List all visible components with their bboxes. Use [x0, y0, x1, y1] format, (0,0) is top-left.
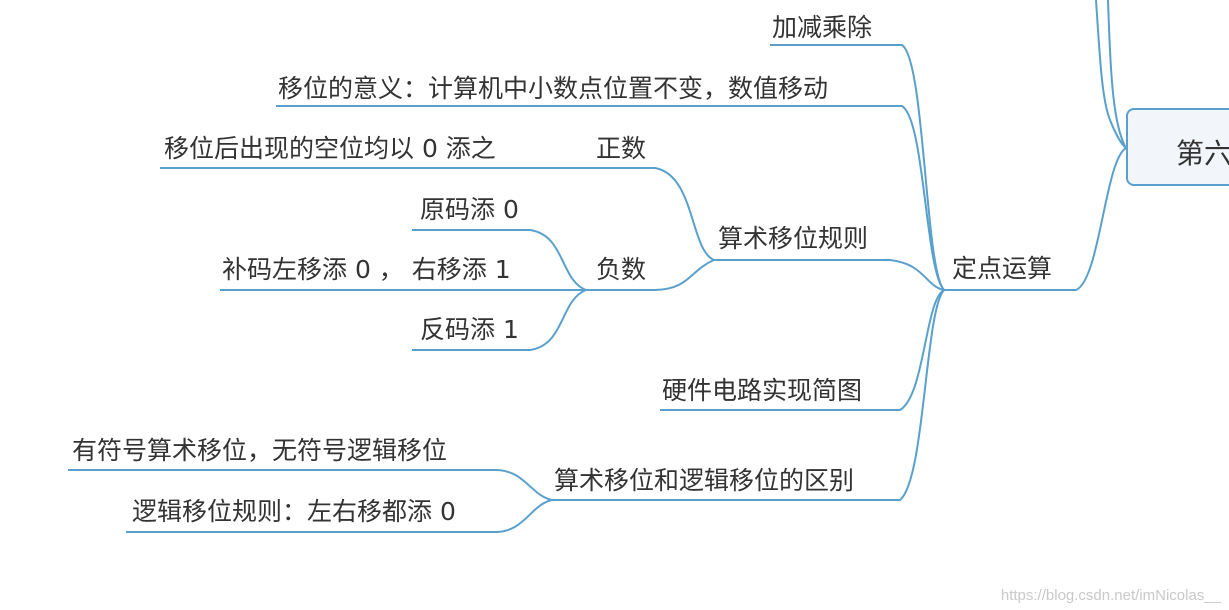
main-to-rules-line: [714, 259, 945, 291]
root-node[interactable]: 第六: [1126, 108, 1229, 186]
ones-complement-label[interactable]: 反码添 1: [420, 315, 519, 344]
main-node-label[interactable]: 定点运算: [952, 254, 1053, 283]
logic-shift-rule-label[interactable]: 逻辑移位规则：左右移都添 0: [132, 497, 456, 526]
negative-to-ones-line: [412, 289, 587, 351]
main-to-meaning-line: [276, 105, 945, 291]
positive-note-label[interactable]: 移位后出现的空位均以 0 添之: [164, 134, 496, 163]
watermark-text: https://blog.csdn.net/imNicolas__: [1000, 587, 1221, 604]
arith-node-label[interactable]: 加减乘除: [772, 13, 873, 42]
diff-to-logic-line: [126, 499, 553, 533]
root-node-label: 第六: [1176, 137, 1229, 170]
negative-to-signmag-line: [412, 229, 587, 291]
main-to-diff-line: [552, 289, 945, 501]
positive-node-label[interactable]: 正数: [596, 134, 647, 163]
meaning-node-label[interactable]: 移位的意义：计算机中小数点位置不变，数值移动: [278, 74, 829, 103]
root-trunk-line-2: [1107, 0, 1127, 149]
rules-to-positive-line: [596, 167, 715, 261]
rules-node-label[interactable]: 算术移位规则: [718, 224, 869, 253]
main-to-hardware-line: [660, 289, 945, 411]
rules-to-negative-line: [586, 259, 715, 291]
diff-node-label[interactable]: 算术移位和逻辑移位的区别: [554, 466, 855, 495]
sign-magnitude-label[interactable]: 原码添 0: [420, 195, 519, 224]
root-trunk-line-1: [1095, 0, 1127, 149]
negative-node-label[interactable]: 负数: [596, 255, 647, 284]
root-to-main-line: [944, 147, 1127, 291]
diff-to-signed-line: [68, 469, 553, 501]
signed-unsigned-label[interactable]: 有符号算术移位，无符号逻辑移位: [72, 436, 448, 465]
hardware-node-label[interactable]: 硬件电路实现简图: [662, 376, 863, 405]
twos-complement-label[interactable]: 补码左移添 0 ， 右移添 1: [222, 255, 511, 284]
